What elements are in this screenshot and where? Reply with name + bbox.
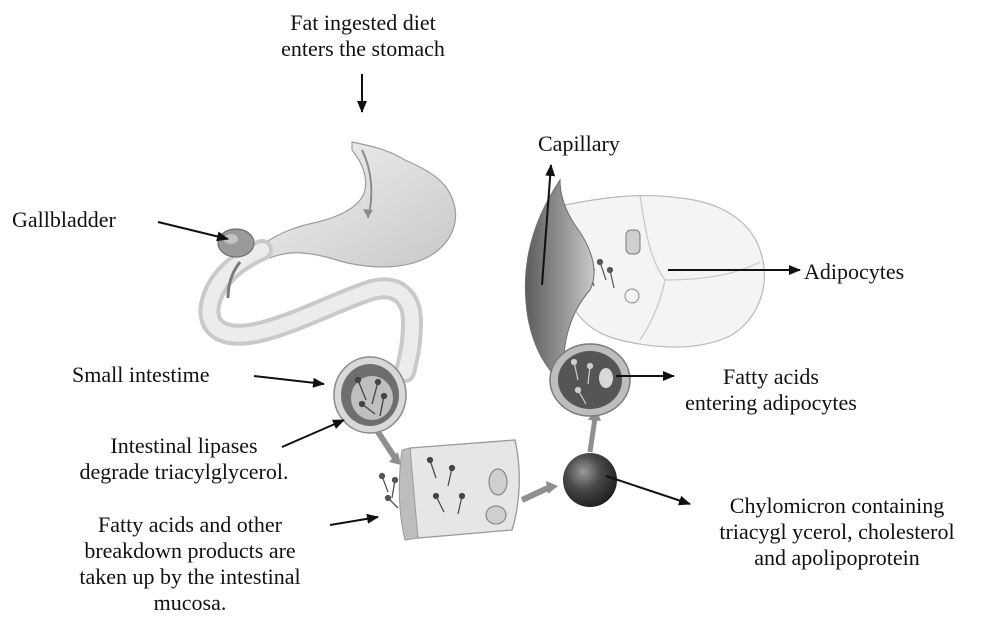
chylomicron-sphere: [563, 408, 617, 507]
label-capillary: Capillary: [538, 131, 620, 157]
label-intestinal-lipases-line-2: degrade triacylglycerol.: [50, 459, 318, 485]
label-fatty-acids-entering-line-2: entering adipocytes: [676, 390, 866, 416]
label-fatty-acids-entering: Fatty acids entering adipocytes: [676, 364, 866, 416]
label-chylomicron-line-2: triacygl ycerol, cholesterol: [692, 519, 982, 545]
label-fatty-acids-breakdown-line-3: taken up by the intestinal: [42, 564, 338, 590]
adipocyte-tissue: [565, 195, 764, 347]
label-fatty-acids-entering-line-1: Fatty acids: [676, 364, 866, 390]
arrow-chylomicron: [606, 476, 690, 504]
gallbladder-shape: [218, 229, 254, 257]
label-fatty-acids-breakdown-line-4: mucosa.: [42, 590, 338, 616]
label-adipocytes: Adipocytes: [804, 259, 904, 285]
label-gallbladder: Gallbladder: [12, 207, 116, 233]
stomach-shape: [262, 142, 456, 267]
label-chylomicron-line-1: Chylomicron containing: [692, 493, 982, 519]
mucosa-block: [399, 440, 558, 540]
label-intestinal-lipases-line-1: Intestinal lipases: [50, 433, 318, 459]
label-fat-ingested-line-1: Fat ingested diet: [248, 10, 478, 36]
label-fatty-acids-breakdown: Fatty acids and other breakdown products…: [42, 512, 338, 616]
label-chylomicron-line-3: and apolipoprotein: [692, 545, 982, 571]
breakdown-products: [380, 474, 399, 509]
label-chylomicron: Chylomicron containing triacygl ycerol, …: [692, 493, 982, 571]
label-fat-ingested: Fat ingested diet enters the stomach: [248, 10, 478, 62]
intestine-cross-section: [334, 357, 406, 465]
arrow-small-intestine: [254, 376, 324, 384]
label-fatty-acids-breakdown-line-2: breakdown products are: [42, 538, 338, 564]
label-small-intestine: Small intestime: [72, 362, 210, 388]
label-intestinal-lipases: Intestinal lipases degrade triacylglycer…: [50, 433, 318, 485]
label-fat-ingested-line-2: enters the stomach: [248, 36, 478, 62]
label-fatty-acids-breakdown-line-1: Fatty acids and other: [42, 512, 338, 538]
duodenum-shape: [209, 250, 412, 372]
arrow-gallbladder: [158, 222, 228, 239]
